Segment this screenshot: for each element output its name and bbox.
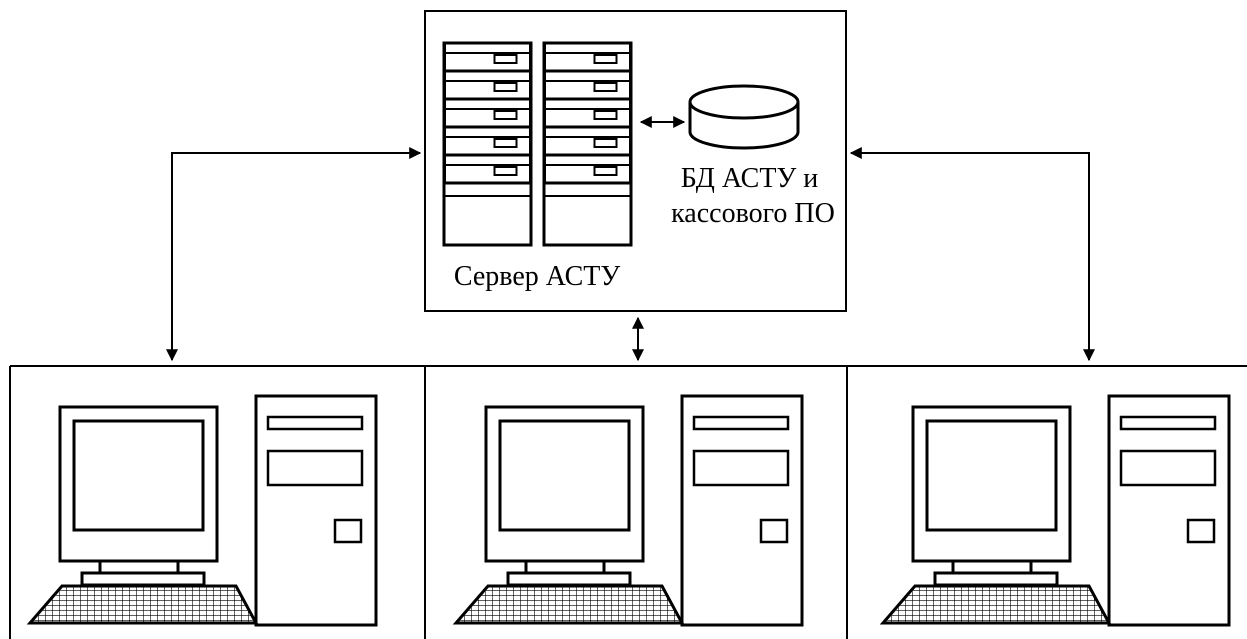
database-label: БД АСТУ и кассового ПО — [671, 163, 835, 229]
workstation-center — [454, 394, 804, 627]
arrow-server-workstation-left — [166, 147, 422, 362]
workstation-row — [9, 365, 1247, 639]
server-box — [424, 10, 847, 312]
server-rack-right — [542, 41, 633, 247]
server-node: Сервер АСТУ БД АСТУ и кассового ПО — [424, 10, 847, 312]
arrow-server-workstation-right — [849, 147, 1095, 362]
server-rack-left — [442, 41, 533, 247]
database-icon — [688, 84, 800, 150]
workstation-right — [881, 394, 1231, 627]
database-label-line2: кассового ПО — [671, 198, 835, 229]
database-label-line1: БД АСТУ и — [681, 163, 819, 194]
workstation-left — [28, 394, 378, 627]
server-label: Сервер АСТУ — [454, 261, 621, 292]
